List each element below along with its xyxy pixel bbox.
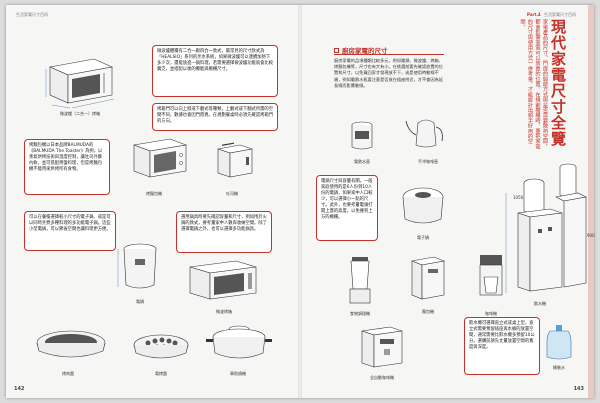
rice-cooker-r-illustration: [394, 181, 452, 231]
intro-text: 廚房家電的品項種類比較多元，例如電鍋、微波爐、烤箱、烤麵包機等，尺寸也有大有小。…: [334, 58, 443, 88]
gutter: [298, 5, 302, 398]
grill-plate-illustration: [28, 323, 114, 369]
dim-label-900: 900: [587, 233, 595, 238]
section-title: 廚房家電的尺寸: [334, 45, 388, 55]
caption-dispenser: 飲水機: [534, 301, 546, 306]
toaster-oven-illustration: [124, 133, 194, 185]
section-title-text: 廚房家電的尺寸: [342, 47, 388, 55]
oven-illustration: [182, 253, 266, 307]
blender-illustration: [340, 253, 380, 309]
toaster-illustration: [206, 139, 262, 185]
caption-electric-rice: 電子鍋: [417, 235, 429, 240]
running-head-right: Part.4 生活家電尺寸百科: [527, 12, 576, 18]
page-number-left: 142: [14, 386, 25, 392]
callout-toaster: 烤麵包機以日本品牌BALMUDA的《BALMUDA The Toaster》為例…: [24, 139, 110, 195]
microwave-illustration: [42, 49, 118, 109]
bread-machine-illustration: [404, 251, 450, 307]
right-page: Part.4 生活家電尺寸百科 廚房家電的尺寸 廚房家電的品項種類比較多元，例如…: [300, 5, 595, 398]
caption-grill: 烤肉盤: [62, 371, 74, 376]
caption-rice-cooker: 電鍋: [136, 299, 144, 304]
book-spread: 生活家電尺寸百科 微波爐體積有二合一跟四合一款式，最常見的尺寸款式為「HEALS…: [6, 5, 595, 398]
page-edge-color: [588, 5, 594, 398]
dim-label-1050: 1050: [513, 195, 524, 200]
espresso-machine-illustration: [352, 323, 412, 373]
vertical-title: 現代家電尺寸全覽: [549, 19, 567, 147]
electric-kettle-illustration: [342, 117, 382, 157]
caption-kettle: 電熱水壺: [354, 159, 370, 164]
running-head-text: 生活家電尺寸百科: [544, 12, 576, 17]
callout-microwave: 微波爐體積有二合一跟四合一款式，最常見的尺寸款式為「HEALSIO」系列的烹水系…: [152, 45, 278, 97]
caption-espresso: 全自動咖啡機: [370, 375, 394, 380]
left-page: 生活家電尺寸百科 微波爐體積有二合一跟四合一款式，最常見的尺寸款式為「HEALS…: [6, 5, 300, 398]
vertical-subtitle: 家電產品的尺寸、門扉的開啟方式與是否需要散熱空間，都會影響家電可以放置的位置。在…: [519, 19, 549, 149]
callout-pots: 選用鍋具時要先確認容量和尺寸，例如用於火鍋的款式，要考量家中人數與收納空間。除了…: [176, 211, 272, 253]
part-label: Part.4: [527, 12, 541, 17]
caption-oven: 微波烤箱: [216, 309, 232, 314]
water-jug-illustration: [544, 323, 574, 363]
coffee-maker-illustration: [470, 249, 512, 307]
callout-oven-door: 烤箱門可以向上掀或下翻式等種類，上翻式或下翻式所需的空間不同，數據也會因門而異。…: [152, 103, 278, 131]
callout-dispenser: 飲水機可選擇直立式或桌上型，直立式需要預留插座與水桶的放置空間，通常需要比飲水機…: [464, 317, 540, 375]
caption-bread-machine: 麵包機: [422, 309, 434, 314]
caption-water-jug: 桶裝水: [553, 365, 565, 370]
caption-toaster: 吐司機: [226, 191, 238, 196]
caption-toaster-oven: 烤麵包機: [146, 191, 162, 196]
hot-pot-illustration: [204, 319, 274, 369]
drip-kettle-illustration: [404, 113, 450, 157]
callout-rice-cooker-size: 電鍋尺寸與容量有關，一般家庭使用的是6人份到10人份的電鍋，如果家中人口較少，可…: [316, 175, 378, 241]
running-head-left: 生活家電尺寸百科: [16, 12, 48, 17]
takoyaki-illustration: [128, 327, 194, 369]
rice-cooker-illustration: [114, 237, 166, 295]
section-divider: [334, 54, 444, 55]
caption-hot-pot: 章魚燒機: [230, 371, 246, 376]
caption-drip-kettle: 手沖咖啡壺: [418, 159, 438, 164]
caption-microwave: 微波爐（二合一）烤箱: [60, 111, 100, 116]
caption-takoyaki: 電烤盤: [155, 371, 167, 376]
caption-blender: 食物調理機: [350, 311, 370, 316]
caption-coffee-maker: 咖啡機: [485, 311, 497, 316]
callout-rice-cooker: 可以在餐檯選擇較小尺寸的電子鍋、或是可以同時烹煮多種料理的多功能電子鍋。這些小型…: [24, 211, 116, 251]
page-number-right: 143: [573, 386, 584, 392]
water-dispenser-illustration: [500, 153, 588, 303]
square-icon: [334, 47, 339, 53]
